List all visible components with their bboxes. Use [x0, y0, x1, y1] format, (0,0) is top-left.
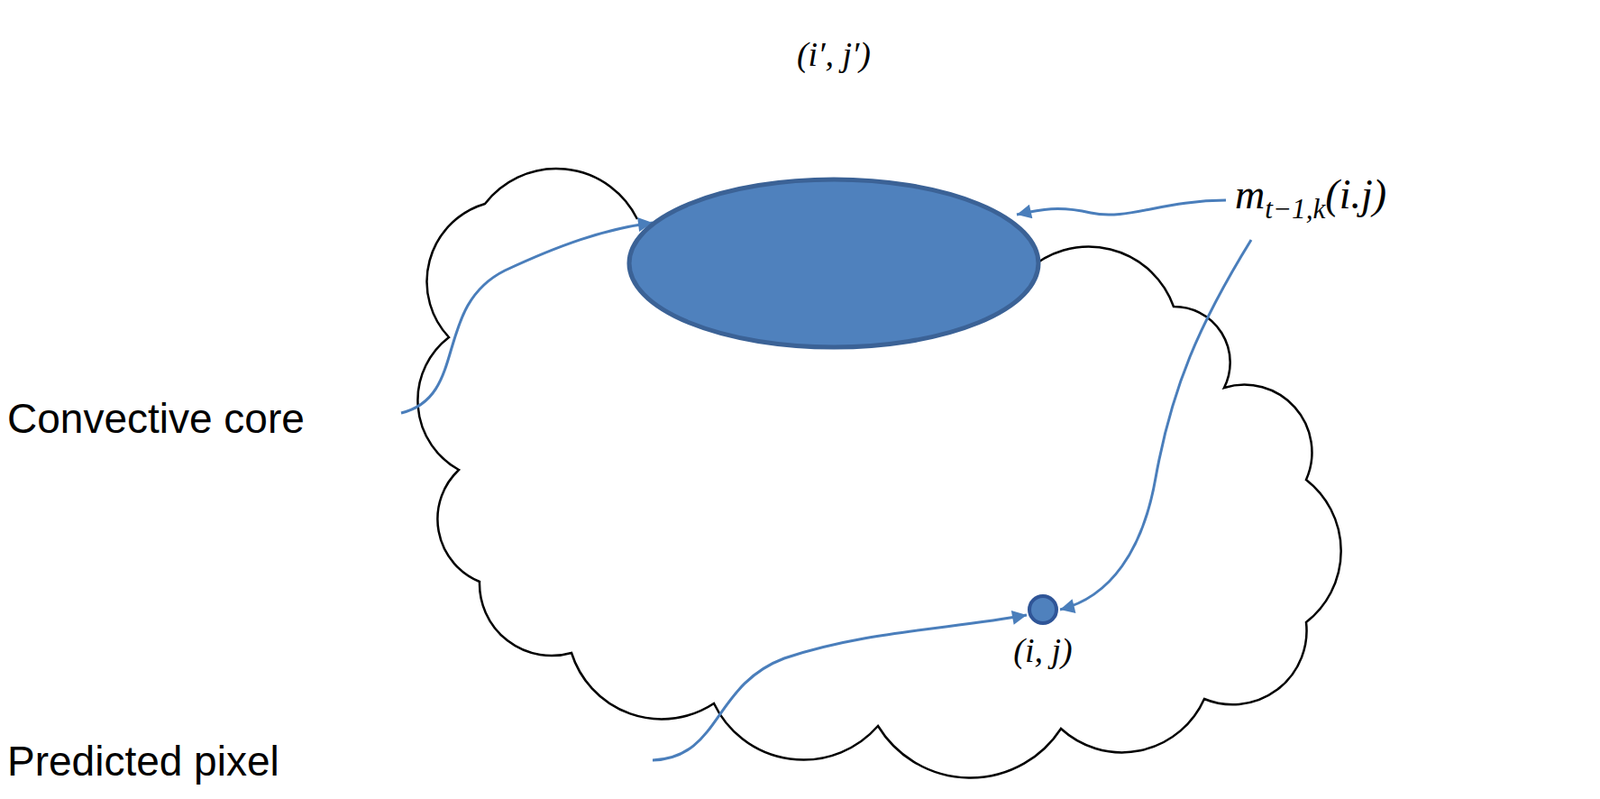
math-text: (i.j) — [1325, 171, 1387, 218]
callout-label: Convective core — [7, 394, 305, 443]
node-shape — [629, 179, 1039, 348]
callout-label: Predicted pixel — [7, 737, 280, 786]
node-outline — [1029, 595, 1057, 623]
coordinate-label: (i, j) — [1013, 631, 1072, 670]
leader-line — [401, 222, 653, 413]
convective-core-ellipse: (i′, j′) — [629, 179, 1039, 348]
subscript: t−1,k — [1264, 192, 1326, 225]
cloud-outline — [417, 168, 1341, 778]
leader-line — [652, 614, 1027, 760]
node-shape — [1029, 595, 1057, 623]
math-label: mt−1,k(i.j) — [1234, 171, 1387, 226]
node-outline — [629, 179, 1039, 348]
leader-line — [1016, 200, 1226, 215]
math-text: m — [1234, 171, 1265, 218]
coordinate-label: (i′, j′) — [796, 36, 871, 74]
pixel-dot: (i, j) — [1029, 595, 1057, 623]
leader-line — [1060, 239, 1252, 610]
